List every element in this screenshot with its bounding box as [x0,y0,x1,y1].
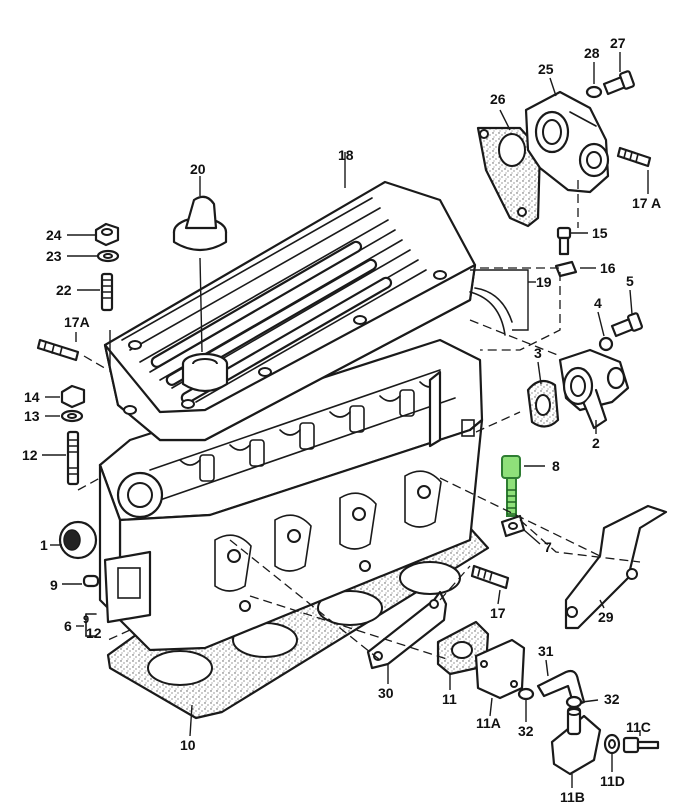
label-11b: 11B [560,789,585,805]
label-14: 14 [24,389,40,405]
label-26: 26 [490,91,506,107]
fitting-11b [550,706,602,776]
clamp-32-right [565,695,583,709]
washer-16 [554,260,578,278]
leader-lines [42,52,649,788]
washer-13 [60,409,84,423]
label-32b: 32 [604,691,620,707]
label-27: 27 [610,35,626,51]
label-10: 10 [180,737,196,753]
cover-gasket-strip-2 [474,287,513,323]
thermostat-housing-25 [524,90,610,194]
label-8: 8 [552,458,560,474]
bracket-29 [564,504,668,630]
nut-14 [60,384,86,409]
stud-22 [100,272,114,312]
stud-12 [66,430,80,486]
dashed-assembly-lines [77,180,641,661]
label-4: 4 [594,295,602,311]
label-20: 20 [190,161,206,177]
label-22: 22 [56,282,72,298]
washer-4 [598,336,614,352]
label-11c: 11C [626,719,651,735]
callout-labels: 18 20 24 23 22 17A 14 13 12 1 9 6 9 12 1… [22,35,661,805]
washer-28 [585,85,603,99]
oil-filler-cap [172,195,228,252]
gasket-3 [526,379,560,428]
label-11a: 11A [476,715,501,731]
label-2: 2 [592,435,600,451]
label-17a-right: 17 A [632,195,661,211]
bolt-17a-right [616,146,652,168]
label-12: 12 [22,447,38,463]
label-15: 15 [592,225,608,241]
label-30: 30 [378,685,394,701]
stud-17a-left [36,338,80,362]
cylinder-head [98,338,484,652]
washer-11d [603,733,621,755]
label-9b: 9 [83,614,89,626]
stud-17 [470,564,510,590]
label-16: 16 [600,260,616,276]
label-28: 28 [584,45,600,61]
label-17: 17 [490,605,506,621]
lifting-bracket-30 [366,590,448,670]
water-outlet-2 [558,348,630,430]
clamp-32-left [517,687,535,701]
washer-7 [500,514,526,538]
label-19: 19 [536,274,552,290]
label-6: 6 [64,618,72,634]
valve-cover [103,180,477,442]
bolt-11c [622,736,660,754]
label-23: 23 [46,248,62,264]
label-25: 25 [538,61,554,77]
head-bolt-8-highlighted [501,455,521,517]
bolt-27 [602,70,635,96]
label-3: 3 [534,345,542,361]
label-11d: 11D [600,773,625,789]
seal-1 [58,520,98,560]
label-13: 13 [24,408,40,424]
dowel-9 [82,574,100,588]
label-11: 11 [442,691,457,707]
label-7: 7 [544,539,552,555]
gasket-26 [476,126,542,228]
label-31: 31 [538,643,554,659]
head-gasket [106,526,490,720]
plate-11a [474,638,526,700]
label-12b: 12 [86,625,102,641]
label-29: 29 [598,609,614,625]
label-1: 1 [40,537,48,553]
label-24: 24 [46,227,62,243]
cover-gasket-strip [469,291,506,336]
bracket-6 [85,613,97,637]
nut-24 [94,222,120,247]
bolt-5 [610,312,643,338]
washer-23 [96,249,120,263]
label-18: 18 [338,147,354,163]
label-32a: 32 [518,723,534,739]
bolt-15 [556,226,572,256]
label-5: 5 [626,273,634,289]
label-17a-left: 17A [64,314,90,330]
label-9: 9 [50,577,58,593]
